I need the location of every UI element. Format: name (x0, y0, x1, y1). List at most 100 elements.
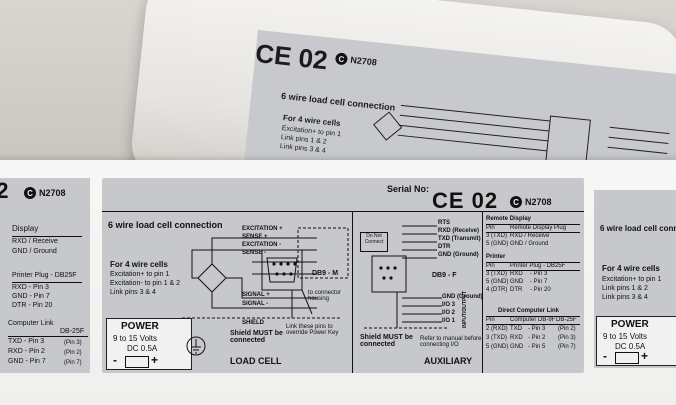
load-cell-section-title: LOAD CELL (230, 356, 282, 366)
left-printer-title: Printer Plug - DB25F (12, 272, 77, 279)
left-computer-line: RXD - Pin 2 (8, 348, 45, 355)
link-pins-note: Link these pins to override Power Key (286, 324, 339, 336)
wire-label: EXCITATION + (242, 226, 283, 232)
computer-cell: 3 (TXD) (486, 335, 507, 341)
wire-label: SIGNAL - (242, 301, 269, 307)
computer-cell: - Pin 5 (528, 344, 546, 350)
right-partial-label: 6 wire load cell connection For 4 wire c… (594, 190, 676, 368)
power-box: POWER 9 to 15 Volts DC 0.5A - + (106, 318, 192, 370)
printer-cell: 4 (DTR) (486, 287, 508, 293)
divider (12, 236, 82, 237)
computer-cell: - Pin 2 (528, 335, 546, 341)
header-divider (102, 211, 584, 212)
io-label: I/O 2 (442, 310, 456, 316)
serial-number-label: Serial No: (387, 184, 430, 194)
do-not-connect-text: Do Not Connect (364, 233, 384, 245)
left-printer-line: GND - Pin 7 (12, 293, 50, 300)
printer-cell: - Pin 3 (530, 271, 548, 277)
shield-label: SHIELD (242, 320, 265, 326)
right-power-plus: + (641, 349, 649, 363)
remote-cell: 3 (TXD) (486, 233, 507, 239)
computer-cell: TXD (510, 326, 522, 332)
aux-signal: RXD (Receive) (438, 228, 480, 234)
divider (12, 282, 82, 283)
power-jack-icon (615, 352, 639, 364)
right-power-minus: - (603, 349, 607, 363)
power-plus: + (151, 353, 159, 367)
left-printer-line: DTR - Pin 20 (12, 302, 53, 309)
computer-cell: - Pin 3 (528, 326, 546, 332)
aux-signal: DTR (438, 244, 451, 250)
divider (486, 270, 580, 271)
remote-col-pin: Pin (486, 225, 495, 231)
db9m-label: DB9 - M (312, 270, 339, 277)
c-tick-icon: C (24, 187, 36, 199)
printer-title: Printer (486, 254, 506, 260)
remote-col-plug: Remote Display Plug (510, 225, 567, 231)
four-wire-title: For 4 wire cells (110, 260, 168, 269)
left-badge-text: N2708 (39, 188, 66, 198)
divider (486, 224, 580, 225)
do-not-connect-box: Do Not Connect (360, 232, 388, 252)
wire-label: SIGNAL + (242, 292, 270, 298)
power-jack-icon (125, 356, 149, 368)
computer-cell: (Pin 2) (558, 326, 576, 332)
right-line: Link pins 3 & 4 (602, 294, 648, 301)
divider (486, 232, 580, 233)
aux-gnd-label: GND (Ground) (442, 294, 483, 300)
left-computer-db: DB-25F (60, 328, 85, 335)
power-voltage: 9 to 15 Volts (113, 334, 158, 343)
section-divider (482, 211, 483, 373)
auxiliary-section-title: AUXILIARY (424, 356, 473, 366)
right-power-title: POWER (611, 319, 649, 330)
ground-symbol-icon (186, 336, 206, 356)
left-computer-line: GND - Pin 7 (8, 358, 46, 365)
printer-col-plug: Printer Plug - DB25F (510, 263, 566, 269)
power-title: POWER (121, 321, 159, 332)
section-divider (352, 211, 353, 373)
input-output-label: INPUT/OUTPUT (462, 291, 468, 328)
load-cell-wiring-diagram (182, 227, 349, 319)
computer-cell: 2 (RXD) (486, 326, 508, 332)
right-diagram-title: 6 wire load cell connection (600, 224, 676, 233)
divider (486, 262, 580, 263)
computer-cell: 5 (GND) (486, 344, 509, 350)
four-wire-line: Excitation+ to pin 1 (110, 271, 170, 278)
divider (486, 316, 580, 317)
aux-shield-note: Shield MUST be connected (360, 334, 413, 348)
computer-col-db9: Computer DB-9F (510, 317, 556, 323)
left-ce-mark: 02 (0, 178, 9, 203)
aux-signal: RTS (438, 220, 450, 226)
wire-label: SENSE + (242, 234, 268, 240)
printer-cell: 5 (GND) (486, 279, 509, 285)
right-four-wire-title: For 4 wire cells (602, 264, 660, 273)
c-tick-icon: C (510, 196, 522, 208)
shield-note: Shield MUST be connected (230, 330, 283, 344)
power-minus: - (113, 353, 117, 367)
right-line: Excitation+ to pin 1 (602, 276, 662, 283)
computer-link-title: Direct Computer Link (498, 308, 560, 314)
computer-cell: (Pin 7) (558, 344, 576, 350)
computer-cell: RXD (510, 335, 523, 341)
right-line: Link pins 1 & 2 (602, 285, 648, 292)
printer-cell: GND (510, 279, 524, 285)
right-power-box: POWER 9 to 15 Volts DC 0.5A - + (596, 316, 676, 366)
printer-cell: - Pin 20 (530, 287, 551, 293)
left-computer-pin: (Pin 2) (64, 350, 82, 356)
wire-label: SENSE - (242, 250, 267, 256)
printer-cell: - Pin 7 (530, 279, 548, 285)
aux-signal: GND (Ground) (438, 252, 479, 258)
left-remote-display-title: Display (12, 224, 39, 233)
remote-cell: GND / Ground (510, 241, 549, 247)
io-label: I/O 3 (442, 302, 456, 308)
auxiliary-wiring-diagram (364, 225, 447, 329)
aux-signal: TXD (Transmit) (438, 236, 481, 242)
left-computer-pin: (Pin 3) (64, 340, 82, 346)
remote-display-title: Remote Display (486, 216, 532, 222)
power-current: DC 0.5A (127, 344, 158, 353)
remote-cell: 5 (GND) (486, 241, 509, 247)
manual-note: Refer to manual before connecting I/O (420, 336, 482, 348)
left-computer-pin: (Pin 7) (64, 360, 82, 366)
printer-cell: 3 (TXD) (486, 271, 507, 277)
left-computer-title: Computer Link (8, 320, 54, 327)
